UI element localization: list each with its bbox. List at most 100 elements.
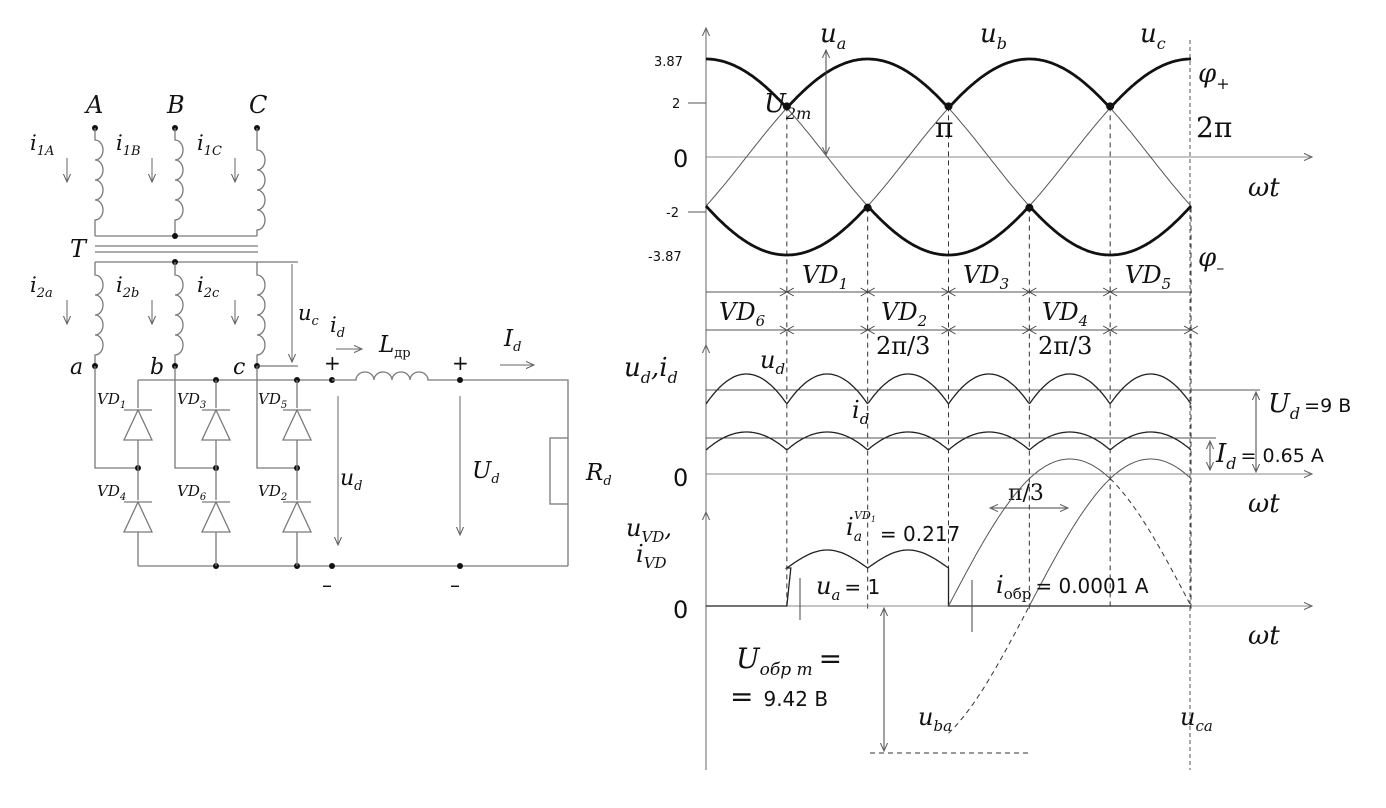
diode-current-voltage-curve — [706, 549, 1191, 607]
load-plus-node — [457, 377, 463, 383]
diode-label-vd2: VD2 — [258, 482, 287, 503]
lower-envelope — [704, 204, 1193, 257]
ia-vd1-label: iaVD1= 0.217 — [846, 509, 960, 546]
load-resistor — [549, 437, 569, 505]
phase-c-label: C — [249, 91, 267, 119]
vd3-wave-label: VD3 — [963, 261, 1009, 293]
primary-winding-b — [174, 128, 184, 236]
ub-label: ub — [980, 19, 1007, 53]
uba-curve — [948, 458, 1111, 607]
interval-marker — [779, 325, 795, 335]
interval-marker — [860, 325, 875, 335]
interval-2pi3-a: 2π/3 — [876, 332, 930, 360]
node-b-label: b — [150, 355, 164, 380]
load-minus-node — [457, 563, 463, 569]
id-curve-label: id — [852, 396, 869, 428]
crossing-points — [782, 102, 1115, 212]
vd6-wave-label: VD6 — [719, 298, 766, 330]
Uobr-label: Uобр m= — [736, 642, 842, 680]
ua-drop-label: ua= 1 — [816, 572, 880, 604]
interval-2pi3-b: 2π/3 — [1038, 332, 1092, 360]
diode-label-vd1: VD1 — [97, 390, 126, 411]
Ud-value-label: Ud=9 В — [1268, 389, 1351, 423]
phi-minus-label: φ– — [1198, 243, 1224, 277]
Ud-label: Ud — [472, 458, 500, 487]
commutation-point — [782, 102, 791, 111]
zero-label-panel2: 0 — [673, 464, 688, 492]
x-axis-label-panel1: ωt — [1248, 173, 1280, 203]
vd4-wave-label: VD4 — [1042, 298, 1088, 330]
zero-label-panel3: 0 — [673, 596, 688, 624]
diode-leg-1 — [122, 380, 154, 566]
interval-marker — [941, 325, 956, 335]
interval-marker — [1102, 287, 1118, 297]
interval-marker — [779, 287, 795, 297]
choke-inductor — [332, 371, 569, 438]
Id-label: Id — [503, 326, 521, 355]
node-c-label: c — [233, 355, 245, 380]
interval-pi3: π/3 — [1008, 481, 1044, 506]
ua-label: ua — [820, 19, 846, 53]
iobr-label: iобр= 0.0001 А — [996, 571, 1149, 603]
interval-marker — [1022, 287, 1037, 297]
load-label: Rd — [585, 460, 612, 489]
transformer-label: T — [70, 235, 88, 263]
diode-label-vd6: VD6 — [177, 482, 207, 503]
commutation-point — [1025, 203, 1034, 212]
x-axis-label-panel3: ωt — [1248, 621, 1280, 651]
uc-label: uc — [298, 301, 320, 329]
x-axis-label-panel2: ωt — [1248, 489, 1280, 519]
ud-label: ud — [340, 466, 363, 494]
Id-value-label: Id= 0.65 А — [1215, 439, 1324, 473]
diode-label-vd4: VD4 — [97, 482, 126, 503]
uba-dashed-continuation — [948, 478, 1192, 734]
Uobr-value: =9.42 В — [730, 680, 828, 713]
lead-c — [256, 366, 297, 469]
minus-sign-2: – — [450, 573, 460, 597]
uc-label-wave: uc — [1140, 19, 1166, 53]
plus-sign-2: + — [452, 351, 469, 375]
primary-neutral-node — [172, 233, 178, 239]
interval-marker — [860, 287, 875, 297]
uca-label: uca — [1180, 703, 1213, 735]
ivd-axis-label: iVD — [636, 540, 667, 572]
lead-a — [94, 366, 138, 469]
primary-winding-a — [94, 128, 104, 236]
ytick-2: 2 — [672, 97, 680, 112]
lead-b — [174, 366, 216, 469]
interval-marker — [941, 287, 956, 297]
plus-sign-1: + — [324, 351, 341, 375]
circuit-schematic: A B C i1A i1B i1C T i2a i2b i2c — [30, 91, 612, 597]
diode-leg-3 — [281, 380, 313, 566]
diode-label-vd3: VD3 — [177, 390, 206, 411]
uvd-axis-label: uVD, — [626, 514, 672, 546]
phase-b-label: B — [166, 91, 185, 119]
minus-sign-1: – — [322, 573, 332, 597]
phi-plus-label: φ+ — [1198, 59, 1230, 93]
interval-markers — [779, 287, 1199, 335]
commutation-point — [944, 102, 953, 111]
secondary-current-b: i2b — [116, 273, 139, 301]
two-pi-label: 2π — [1196, 111, 1232, 144]
uba-label: uba — [918, 703, 952, 735]
vd5-wave-label: VD5 — [1125, 261, 1171, 293]
ytick-zero: 0 — [673, 145, 688, 173]
primary-current-a: i1A — [30, 131, 54, 159]
phase-a-label: A — [84, 91, 103, 119]
secondary-current-a: i2a — [30, 273, 53, 301]
vd1-wave-label: VD1 — [802, 261, 848, 293]
commutation-point — [863, 203, 872, 212]
diode-leg-2 — [200, 380, 232, 566]
ud-ripple-curve — [705, 373, 1192, 406]
vd2-wave-label: VD2 — [881, 298, 927, 330]
ud-curve-label: ud — [760, 346, 785, 378]
output-minus-node — [329, 563, 335, 569]
interval-marker — [1022, 325, 1037, 335]
primary-current-b: i1B — [116, 131, 141, 159]
interval-marker — [1183, 325, 1199, 335]
pi-label: π — [935, 111, 953, 144]
choke-label: Lдр — [378, 332, 411, 361]
ytick-bottom: -3.87 — [648, 250, 682, 265]
ud-id-axis-label: ud,id — [624, 353, 678, 387]
